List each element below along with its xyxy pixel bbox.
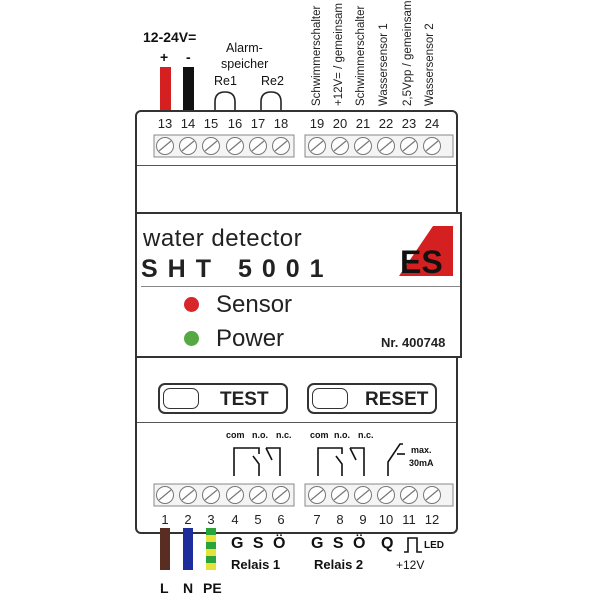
terminal-14: 14 (180, 116, 196, 131)
black-wire (183, 67, 194, 114)
relais1-label: Relais 1 (231, 557, 281, 572)
terminal-7: 7 (313, 512, 321, 527)
alarm-jumpers (214, 91, 282, 116)
relay2-nc: n.c. (358, 430, 374, 440)
top-terminal-numbers: 13 14 15 16 17 18 19 20 21 22 23 24 (153, 116, 453, 132)
relay1-com: com (226, 430, 245, 440)
relay1-nc: n.c. (276, 430, 292, 440)
terminal-12: 12 (424, 512, 440, 527)
test-button[interactable]: TEST (158, 383, 288, 414)
sensor-label-6: Wassersensor 2 (424, 23, 436, 106)
housing-divider-top (137, 165, 456, 166)
terminal-16: 16 (227, 116, 243, 131)
panel-divider (141, 286, 460, 287)
relay1-gso: G S Ö (231, 535, 288, 552)
sensor-label-4: Wassersensor 1 (378, 23, 390, 106)
terminal-10: 10 (378, 512, 394, 527)
re2-label: Re2 (261, 74, 284, 88)
terminal-22: 22 (378, 116, 394, 131)
alarm-label-line2: speicher (221, 57, 269, 71)
terminal-17: 17 (250, 116, 266, 131)
power-led (184, 331, 199, 346)
led-label: LED (424, 540, 444, 551)
q-output-label: Q (381, 535, 394, 552)
terminal-9: 9 (359, 512, 367, 527)
re1-label: Re1 (214, 74, 237, 88)
green-yellow-wire-PE (206, 528, 216, 570)
bottom-terminal-numbers: 1 2 3 4 5 6 7 8 9 10 11 12 (153, 512, 453, 528)
minus-sign: - (186, 49, 191, 65)
terminal-19: 19 (309, 116, 325, 131)
relay-schematic (233, 443, 405, 476)
sensor-label-3: Schwimmerschalter (355, 5, 367, 106)
relais2-label: Relais 2 (314, 557, 364, 572)
terminal-15: 15 (203, 116, 219, 131)
sensor-led (184, 297, 199, 312)
model-number: SHT 5001 (141, 255, 334, 283)
reset-button[interactable]: RESET (307, 383, 437, 414)
terminal-5: 5 (254, 512, 262, 527)
terminal-1: 1 (161, 512, 169, 527)
terminal-20: 20 (332, 116, 348, 131)
relay1-no: n.o. (252, 430, 268, 440)
reset-button-label: RESET (365, 389, 429, 410)
product-title: water detector (143, 225, 303, 252)
blue-wire-N (183, 528, 193, 570)
sensor-label-5: 2,5Vpp / gemeinsam (402, 0, 414, 106)
pulse-icon (404, 537, 422, 553)
alarm-label-line1: Alarm- (226, 41, 263, 55)
housing-divider-bottom (137, 422, 456, 423)
terminal-13: 13 (157, 116, 173, 131)
power-led-label: Power (216, 325, 285, 352)
terminal-23: 23 (401, 116, 417, 131)
sensor-label-1: Schwimmerschalter (311, 5, 323, 106)
terminal-6: 6 (277, 512, 285, 527)
label-N: N (183, 580, 194, 596)
voltage-label: 12-24V= (143, 29, 197, 45)
terminal-2: 2 (184, 512, 192, 527)
terminal-4: 4 (231, 512, 239, 527)
es-logo-icon: ES (399, 226, 453, 280)
test-button-label: TEST (220, 389, 269, 410)
reset-button-window (312, 388, 348, 409)
terminal-8: 8 (336, 512, 344, 527)
max-current-line2: 30mA (409, 458, 434, 468)
terminal-3: 3 (207, 512, 215, 527)
sensor-label-2: +12V= / gemeinsam (333, 3, 345, 106)
logo-text: ES (400, 244, 443, 280)
max-current-line1: max. (411, 445, 432, 455)
relay2-no: n.o. (334, 430, 350, 440)
plus-12v-label: +12V (396, 558, 425, 572)
red-wire (160, 67, 171, 114)
brown-wire-L (160, 528, 170, 570)
label-L: L (160, 580, 169, 596)
terminal-24: 24 (424, 116, 440, 131)
top-screw-terminals (153, 134, 454, 158)
label-PE: PE (203, 580, 222, 596)
terminal-18: 18 (273, 116, 289, 131)
relay2-com: com (310, 430, 329, 440)
terminal-21: 21 (355, 116, 371, 131)
bottom-screw-terminals (153, 483, 454, 507)
plus-sign: + (160, 49, 169, 65)
sensor-led-label: Sensor (216, 291, 293, 318)
serial-number: Nr. 400748 (381, 335, 446, 350)
terminal-11: 11 (402, 512, 416, 527)
test-button-window (163, 388, 199, 409)
relay2-gso: G S Ö (311, 535, 368, 552)
